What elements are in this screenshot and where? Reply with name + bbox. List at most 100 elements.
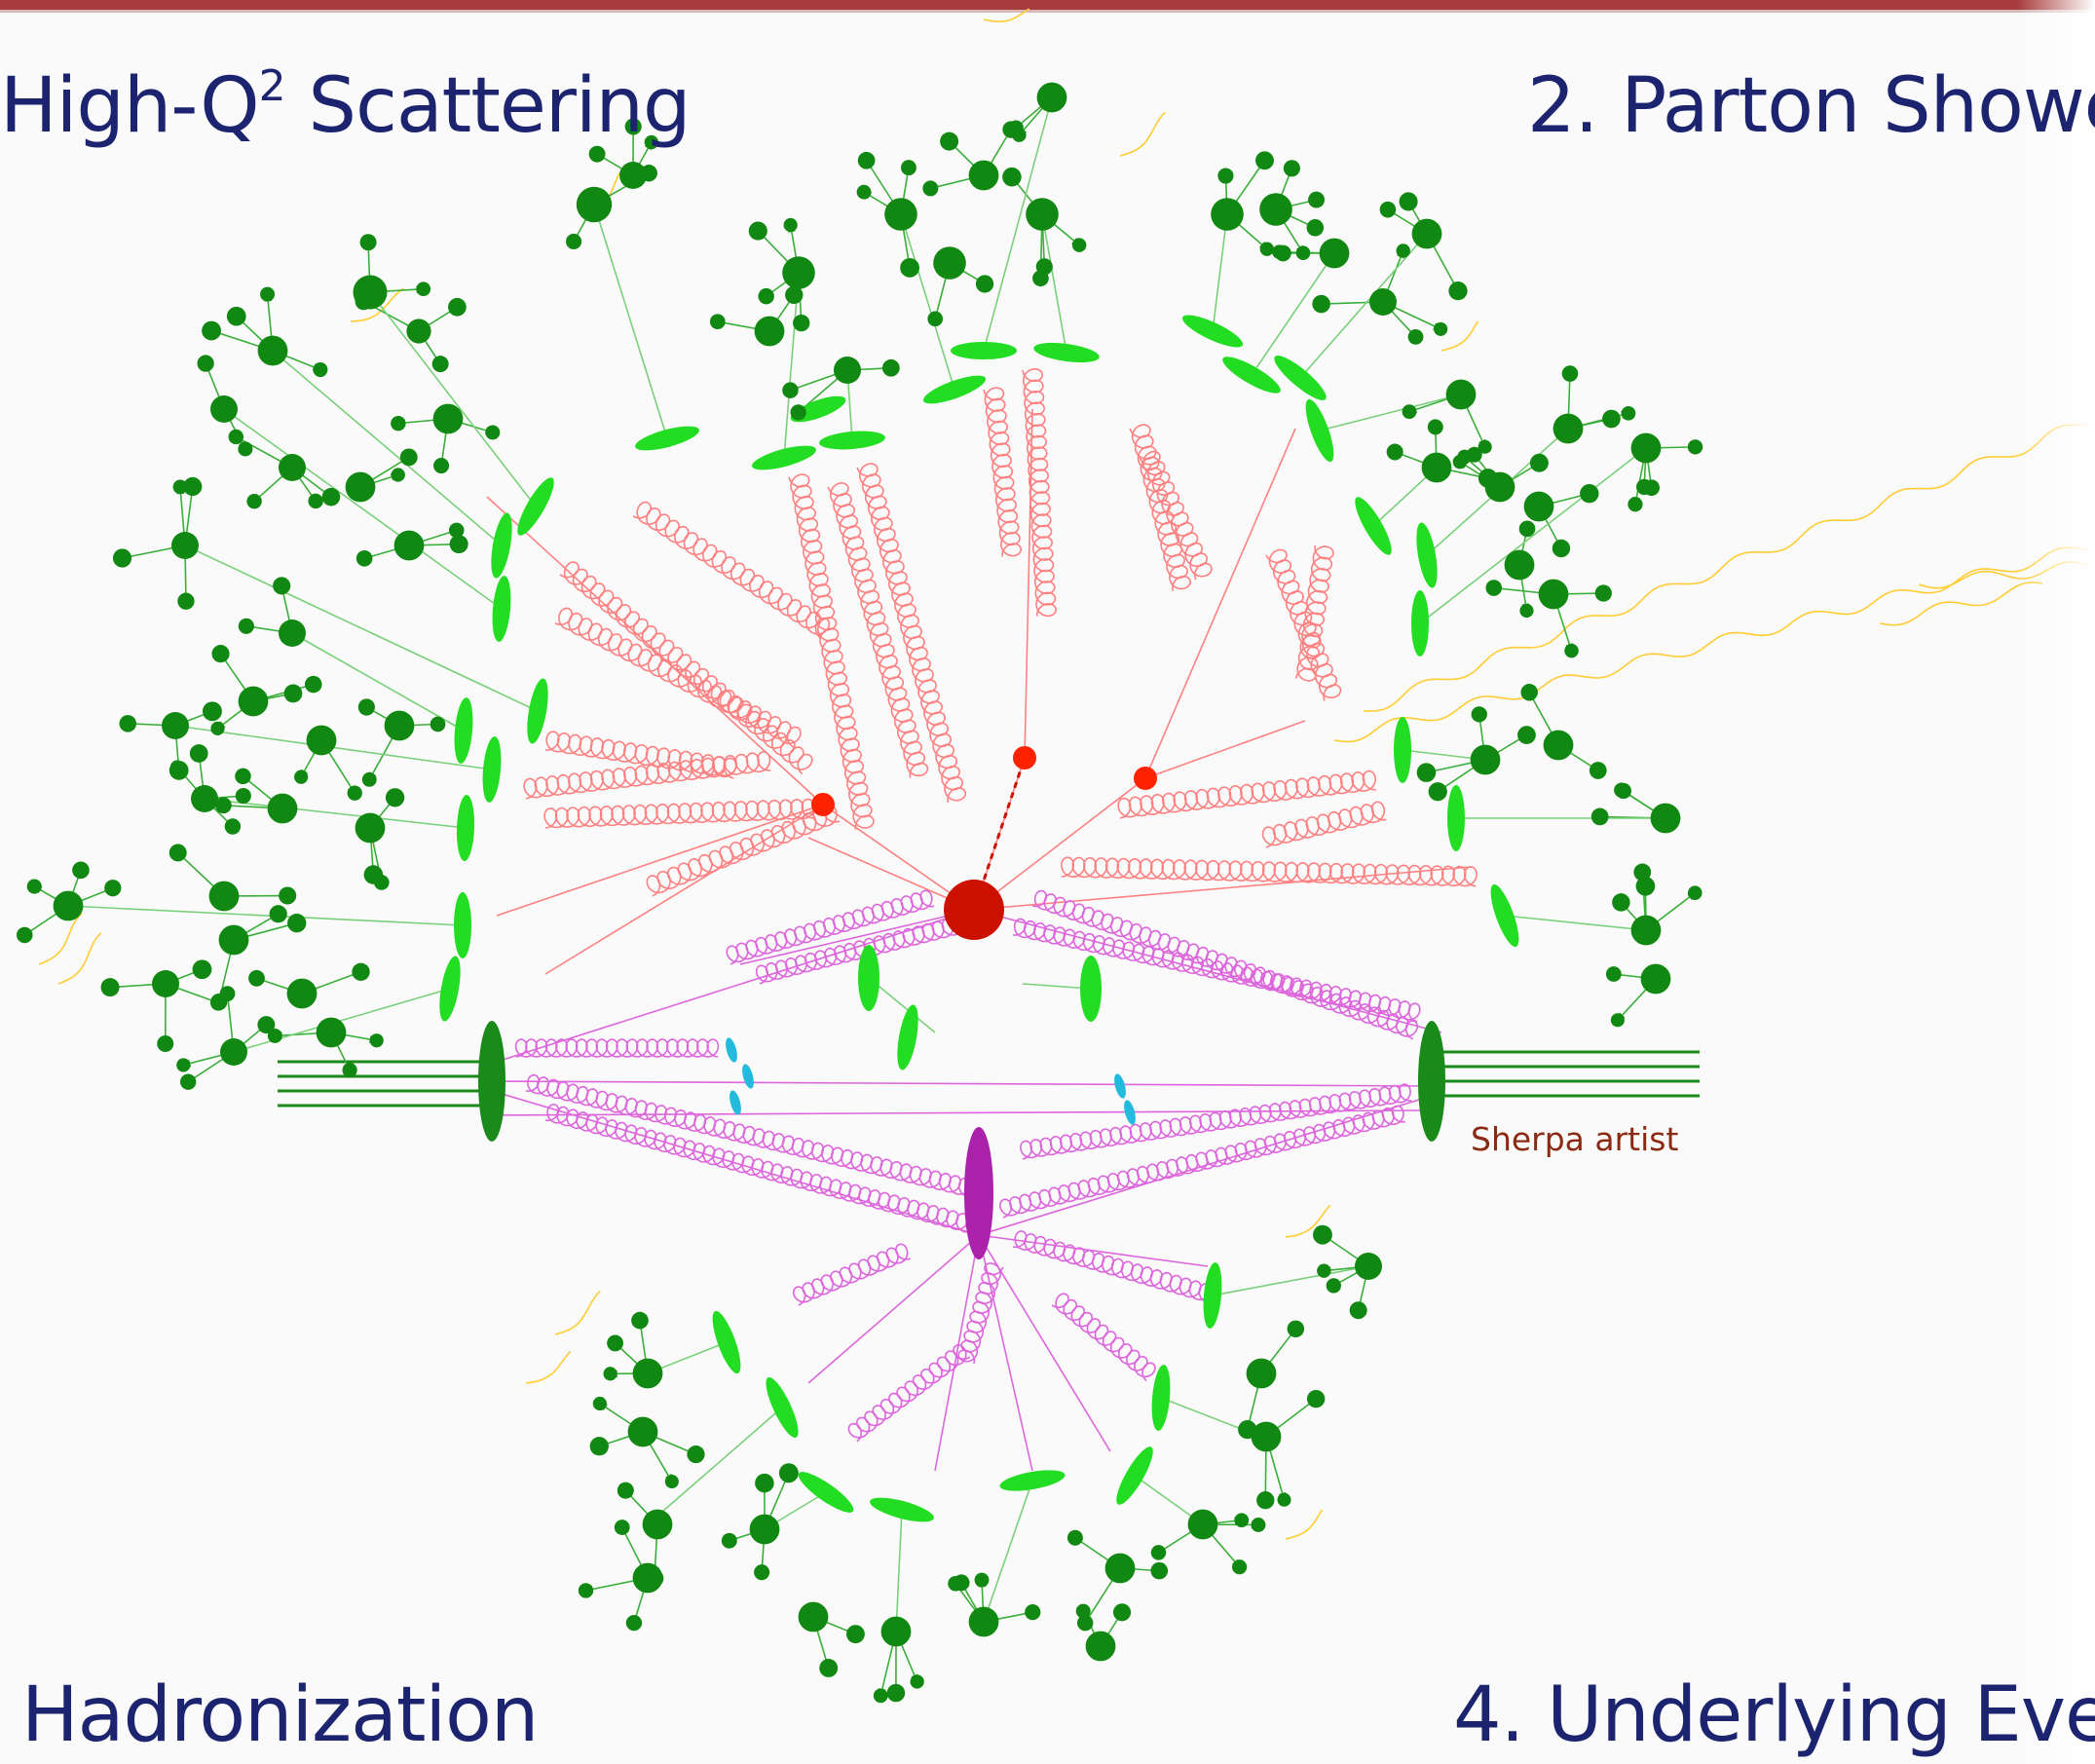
hadron-dot (357, 698, 375, 716)
hadron-dot (1627, 497, 1643, 512)
hadron-dot (632, 1562, 663, 1594)
hadron-dot (399, 448, 418, 467)
hadron-dot (157, 1034, 174, 1052)
quark-line (822, 804, 975, 911)
hadron-dot (782, 382, 799, 398)
hadron-dot (260, 286, 276, 302)
hadron-dot (631, 1311, 649, 1330)
photon-line (1119, 111, 1166, 157)
cluster-to-hadron-line (895, 1509, 903, 1633)
hadron-dot (1308, 191, 1325, 208)
hadron-dot (624, 118, 642, 135)
cluster-blob (870, 1497, 934, 1522)
hadron-dot (1529, 453, 1549, 472)
quark-line (973, 777, 1146, 911)
hadron-dot (1150, 1561, 1169, 1580)
hadron-dot (968, 160, 999, 191)
hadron-dot (1349, 1301, 1367, 1320)
hadron-dot (192, 959, 212, 980)
hadron-dot (218, 924, 249, 956)
hadron-dot (248, 969, 265, 987)
hadron-dot (210, 395, 238, 423)
hadron-dot (1369, 288, 1397, 316)
hadron-dot (179, 1073, 197, 1090)
hadron-dot (1255, 151, 1274, 170)
hadron-dot (100, 978, 120, 997)
hadron-dot (279, 886, 297, 905)
hadron-dot (880, 1616, 912, 1647)
hadron-dot (1523, 491, 1554, 522)
hadron-dot (1326, 1278, 1341, 1294)
gluon-line (827, 481, 929, 778)
slide-edge-fade (2017, 0, 2095, 1764)
cluster-blob (1447, 785, 1465, 851)
gluon-line (559, 561, 813, 775)
hadron-dot (361, 771, 377, 787)
photon-line (57, 932, 102, 985)
cluster-blob (1274, 356, 1327, 400)
hadron-dot (1640, 963, 1671, 995)
hadron-dot (1636, 478, 1653, 496)
label-scattering-text: Scattering (284, 62, 691, 150)
ue-line (739, 909, 975, 965)
cluster-to-hadron-line (272, 350, 503, 546)
photon-line (1285, 1204, 1331, 1238)
hadron-dot (72, 861, 90, 880)
cluster-blob (1203, 1262, 1222, 1329)
hadron-dot (1306, 1389, 1326, 1408)
hadron-dot (283, 684, 303, 703)
hadron-dot (1399, 192, 1418, 211)
hadron-dot (1448, 281, 1468, 301)
hadron-dot (754, 1564, 770, 1581)
photon-line (1879, 582, 2043, 626)
beam-remnant-left (478, 1021, 505, 1142)
slide-top-bar (0, 0, 2095, 10)
hadron-dot (279, 454, 306, 481)
hadron-dot (385, 788, 405, 807)
hadron-dot (269, 905, 287, 923)
hadron-dot (1066, 1529, 1083, 1546)
hadron-dot (1416, 763, 1437, 782)
cluster-blob (1116, 1446, 1153, 1505)
quark-line (544, 804, 824, 975)
hadron-dot (1032, 270, 1049, 287)
gluon-line (1051, 1293, 1156, 1382)
hadron-dot (355, 549, 373, 567)
gluon-line (792, 1243, 911, 1306)
hadron-dot (1251, 1518, 1266, 1532)
hadron-dot (1234, 1513, 1250, 1528)
hadron-dot (783, 217, 798, 233)
hadron-dot (1355, 1253, 1382, 1280)
cluster-to-hadron-line (983, 1480, 1033, 1623)
hadron-dot (1518, 520, 1536, 538)
gluon-line (554, 607, 802, 748)
hadron-dot (1561, 365, 1579, 382)
hadron-dot (1313, 1224, 1332, 1245)
hadron-dot (215, 797, 232, 814)
cluster-blob (491, 512, 512, 579)
hadron-dot (1396, 244, 1410, 258)
hadron-dot (287, 914, 307, 933)
cluster-to-hadron-line (233, 988, 451, 1053)
hard-process-core (811, 746, 1157, 1259)
gluon-line (1139, 450, 1213, 581)
cluster-blob (1222, 357, 1281, 394)
hadron-dot (352, 962, 370, 981)
hadron-dot (975, 275, 994, 293)
hadron-dot (162, 712, 189, 739)
hadron-dot (589, 1437, 609, 1456)
hadron-dot (226, 306, 246, 326)
hadron-dot (17, 926, 33, 944)
photon-line (554, 1290, 601, 1335)
beam-remnant-quark (726, 1037, 737, 1063)
hadron-dot (940, 131, 959, 151)
hadron-dot (1008, 120, 1024, 135)
hadron-dot (856, 184, 872, 200)
parton-shower-lines (486, 367, 1478, 975)
hadron-dot (933, 246, 966, 280)
underlying-event-blob (964, 1127, 993, 1259)
photon-line (38, 913, 83, 965)
hadron-dot (1071, 238, 1087, 252)
cluster-blob (766, 1376, 799, 1439)
